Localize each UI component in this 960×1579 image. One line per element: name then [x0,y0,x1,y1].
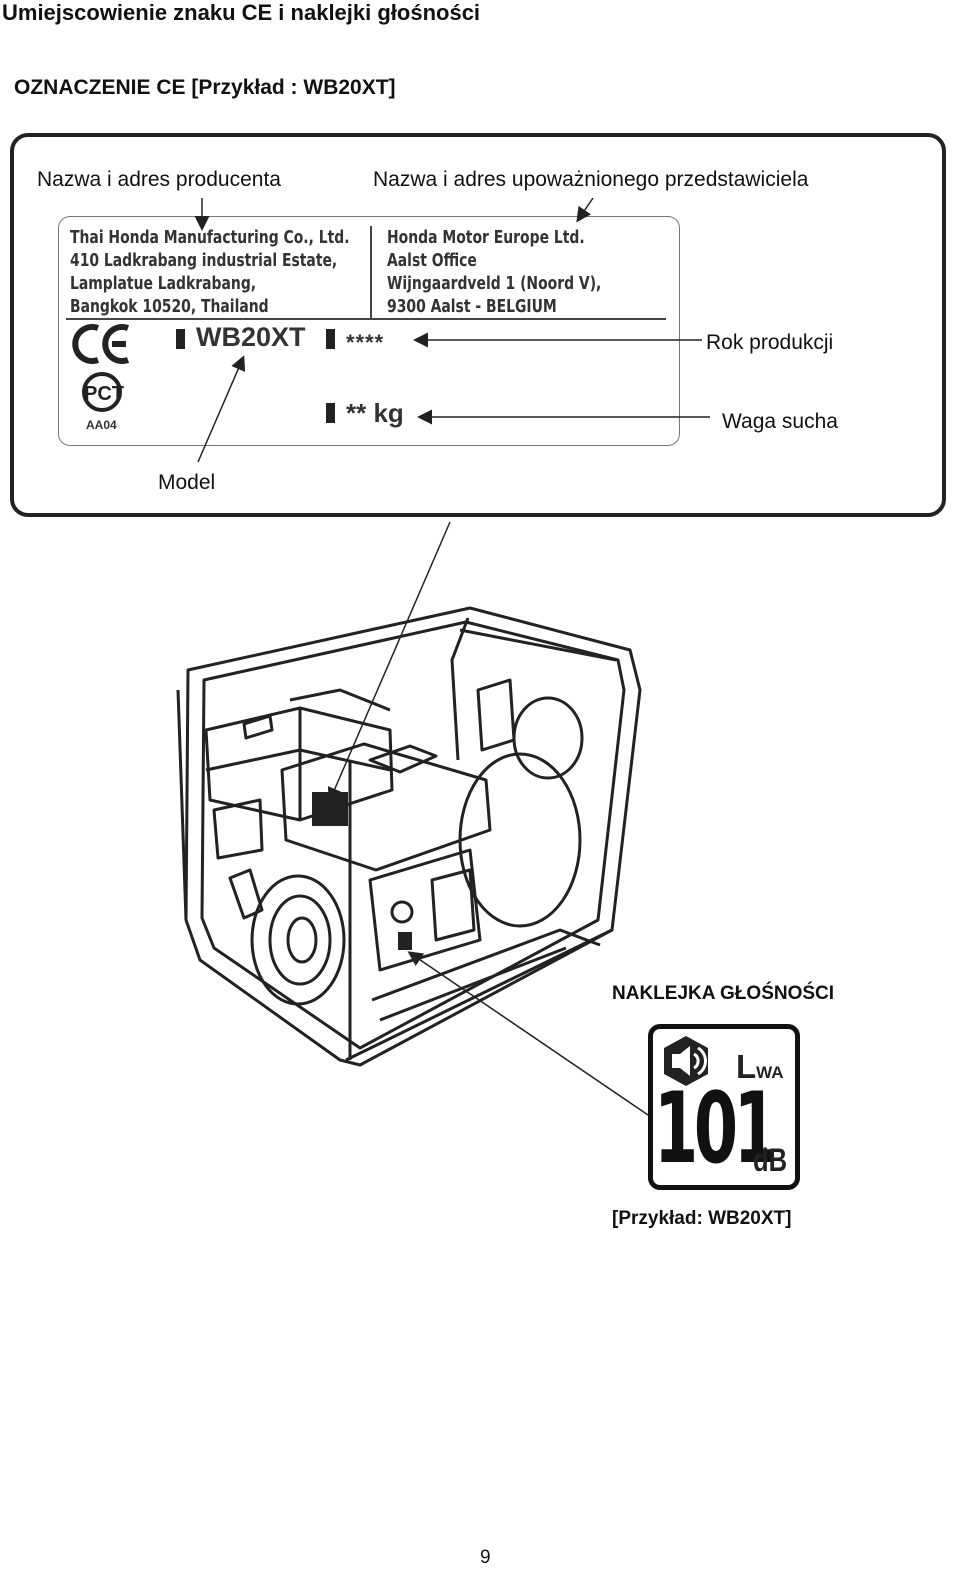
plate-marker [176,329,185,349]
noise-unit: dB [753,1142,788,1178]
noise-value: 101 [654,1072,778,1186]
noise-example-caption: [Przykład: WB20XT] [612,1208,792,1229]
plate-weight: ** kg [346,398,404,428]
representative-line: 9300 Aalst - BELGIUM [387,296,557,317]
manufacturer-line: Lamplatue Ladkrabang, [70,273,257,294]
callout-model: Model [158,471,216,494]
callout-weight: Waga sucha [722,410,838,433]
page-number: 9 [480,1547,491,1568]
callout-year: Rok produkcji [706,331,834,354]
ce-nameplate [58,216,680,446]
manufacturer-line: Thai Honda Manufacturing Co., Ltd. [70,227,350,248]
representative-line: Honda Motor Europe Ltd. [387,227,585,248]
manufacturer-line: 410 Ladkrabang industrial Estate, [70,250,338,271]
callout-manufacturer: Nazwa i adres producenta [37,168,281,191]
manufacturer-line: Bangkok 10520, Thailand [70,296,269,317]
section-subtitle: OZNACZENIE CE [Przykład : WB20XT] [14,76,396,99]
representative-line: Wijngaardveld 1 (Noord V), [387,273,602,294]
lwa-label: LWA [736,1048,784,1086]
plate-year: **** [346,330,385,355]
plate-model: WB20XT [196,322,306,352]
noise-label-title: NAKLEJKA GŁOŚNOŚCI [612,983,835,1004]
manufacturer-address: Thai Honda Manufacturing Co., Ltd. 410 L… [70,226,395,318]
plate-divider [66,318,666,320]
ce-label-frame [10,133,946,517]
representative-line: Aalst Office [387,250,477,271]
pct-code: AA04 [86,418,117,432]
plate-divider [370,226,372,318]
plate-marker [326,403,335,423]
lwa-sub: WA [756,1063,784,1082]
page-title: Umiejscowienie znaku CE i naklejki głośn… [2,0,481,25]
lwa-main: L [736,1048,757,1085]
representative-address: Honda Motor Europe Ltd. Aalst Office Wij… [387,226,636,318]
callout-representative: Nazwa i adres upoważnionego przedstawici… [373,168,809,191]
plate-marker [326,329,335,349]
